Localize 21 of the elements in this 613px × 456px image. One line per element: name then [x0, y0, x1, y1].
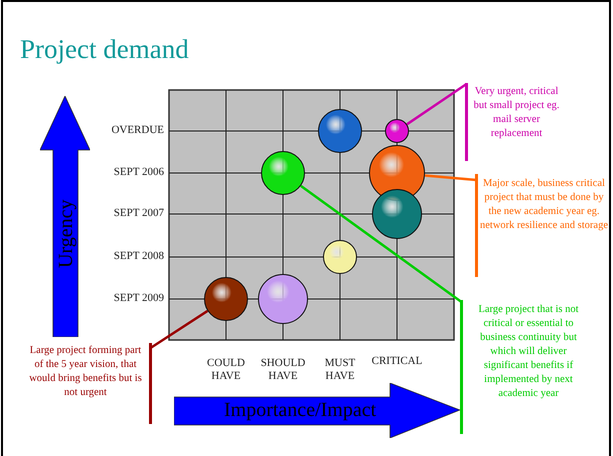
leader-line — [300, 184, 462, 304]
title: Project demand — [20, 34, 189, 65]
row-label: OVERDUE — [110, 124, 164, 137]
leader-line — [406, 82, 468, 126]
leader-line — [424, 174, 477, 182]
leader-line — [150, 310, 208, 350]
callout-text: Large project forming part of the 5 year vision, that would bring benefits but is not urgent — [28, 344, 143, 400]
column-label: COULD HAVE — [206, 357, 246, 383]
callout-bar — [475, 174, 610, 277]
callout-text: Very urgent, critical but small project eg. mail server replacement — [472, 85, 560, 141]
axis-title: Importance/Impact — [224, 399, 376, 421]
row-label: SEPT 2007 — [112, 207, 164, 220]
column-label: MUST HAVE — [324, 357, 356, 383]
row-label: SEPT 2008 — [112, 250, 164, 263]
axis-title: Urgency — [55, 200, 77, 268]
callout-text: Major scale, business critical project that must be done by the new academic year eg. network resilience and storage — [480, 177, 608, 233]
column-label: SHOULD HAVE — [260, 357, 306, 383]
callout-text: Large project that is not critical or essential to business continuity but which will deliver significant benefits if implemented by next academic year — [477, 303, 580, 401]
row-label: SEPT 2009 — [112, 292, 164, 305]
row-label: SEPT 2006 — [112, 166, 164, 179]
column-label: CRITICAL — [370, 355, 424, 368]
